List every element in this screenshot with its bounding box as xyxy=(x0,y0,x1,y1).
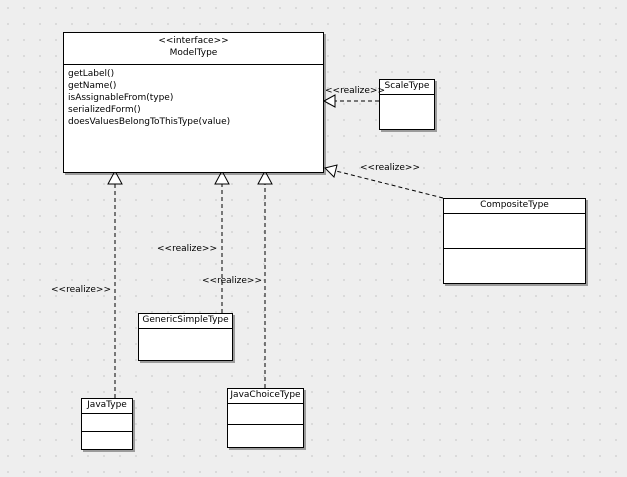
compositetype-separator-2 xyxy=(444,248,585,249)
class-box-scaletype[interactable]: ScaleType xyxy=(379,79,435,130)
javatype-separator-1 xyxy=(82,413,132,414)
javachoicetype-title: JavaChoiceType xyxy=(230,390,301,400)
javatype-title: JavaType xyxy=(87,400,127,410)
method-getlabel: getLabel() xyxy=(68,69,115,79)
javachoicetype-separator-1 xyxy=(228,403,303,404)
genericsimpletype-separator xyxy=(139,328,232,329)
genericsimpletype-title: GenericSimpleType xyxy=(142,315,229,325)
javatype-separator-2 xyxy=(82,431,132,432)
class-box-genericsimpletype[interactable]: GenericSimpleType xyxy=(138,313,233,361)
connector-realize-scale xyxy=(322,94,379,108)
connector-realize-generic xyxy=(214,169,230,313)
class-box-javatype[interactable]: JavaType xyxy=(81,398,133,450)
genericsimpletype-compartment-1 xyxy=(139,329,232,361)
method-serializedform: serializedForm() xyxy=(68,105,141,115)
method-isassignablefrom: isAssignableFrom(type) xyxy=(68,93,174,103)
javachoicetype-compartment-2 xyxy=(228,425,303,445)
modeltype-separator xyxy=(64,64,323,65)
javatype-compartment-1 xyxy=(82,414,132,431)
method-getname: getName() xyxy=(68,81,117,91)
edge-label-realize-javachoicetype: <<realize>> xyxy=(202,276,262,286)
compositetype-title: CompositeType xyxy=(480,200,549,210)
edge-label-realize-javatype: <<realize>> xyxy=(51,285,111,295)
edge-label-realize-genericsimpletype: <<realize>> xyxy=(157,244,217,254)
edge-label-realize-compositetype: <<realize>> xyxy=(360,163,420,173)
compositetype-compartment-2 xyxy=(444,249,585,283)
javachoicetype-separator-2 xyxy=(228,424,303,425)
modeltype-methods: getLabel() getName() isAssignableFrom(ty… xyxy=(64,65,323,131)
scaletype-title: ScaleType xyxy=(384,81,430,91)
scaletype-separator xyxy=(380,94,434,95)
class-box-compositetype[interactable]: CompositeType xyxy=(443,198,586,284)
method-doesvaluesbelongtothistype: doesValuesBelongToThisType(value) xyxy=(68,117,231,127)
edge-label-realize-scaletype: <<realize>> xyxy=(325,86,385,96)
modeltype-header: <<interface>> ModelType xyxy=(64,33,323,64)
modeltype-stereotype: <<interface>> xyxy=(158,36,229,46)
class-box-modeltype[interactable]: <<interface>> ModelType getLabel() getNa… xyxy=(63,32,324,173)
modeltype-title: ModelType xyxy=(169,48,218,58)
scaletype-compartment-1 xyxy=(380,95,434,125)
javatype-compartment-2 xyxy=(82,432,132,449)
compositetype-compartment-1 xyxy=(444,214,585,248)
javachoicetype-compartment-1 xyxy=(228,404,303,424)
compositetype-separator-1 xyxy=(444,213,585,214)
class-box-javachoicetype[interactable]: JavaChoiceType xyxy=(227,388,304,448)
